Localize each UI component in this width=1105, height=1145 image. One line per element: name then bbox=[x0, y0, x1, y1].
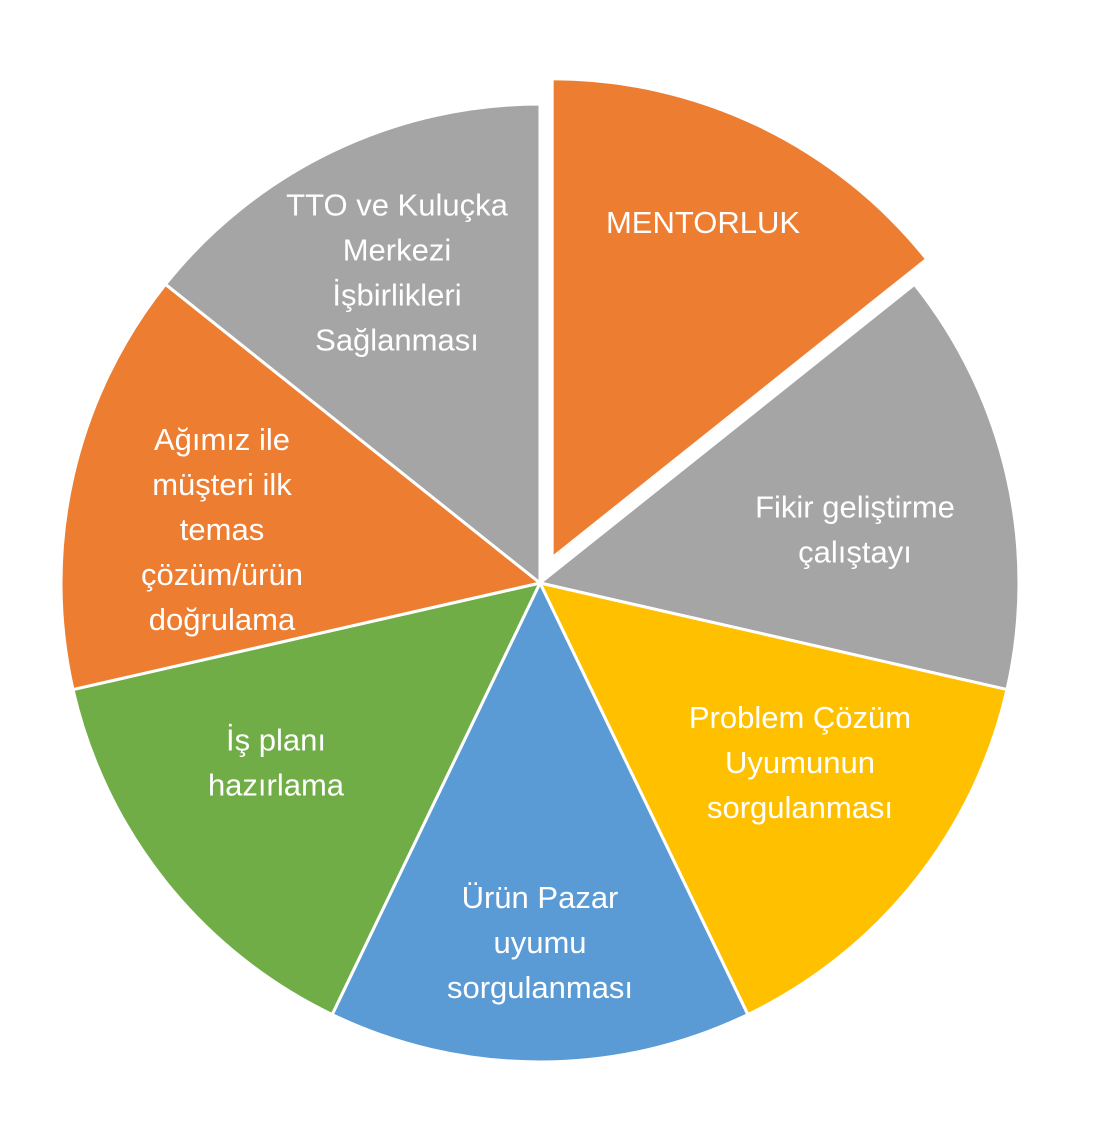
pie-slice-6 bbox=[59, 282, 542, 692]
slice-label-line: Merkezi bbox=[343, 233, 452, 268]
slice-label-line: MENTORLUK bbox=[606, 205, 800, 240]
slice-label-line: çözüm/ürün bbox=[141, 557, 303, 592]
slice-label-line: müşteri ilk bbox=[152, 467, 292, 502]
slice-label-line: Fikir geliştirme bbox=[755, 490, 955, 525]
slice-label-line: İş planı bbox=[226, 723, 326, 758]
slice-label-line: Sağlanması bbox=[315, 323, 479, 358]
slice-label-line: İşbirlikleri bbox=[332, 278, 461, 313]
slice-label-line: hazırlama bbox=[208, 768, 345, 803]
slice-label-line: sorgulanması bbox=[707, 790, 893, 825]
slice-label-1: MENTORLUK bbox=[606, 205, 800, 240]
slice-label-line: uyumu bbox=[493, 925, 586, 960]
slice-label-line: Ürün Pazar bbox=[462, 880, 619, 915]
slice-label-line: Ağımız ile bbox=[154, 422, 290, 457]
slice-label-5: İş planı hazırlama bbox=[208, 723, 345, 803]
slice-label-6: Ağımız ile müşteri ilk temas çözüm/ürün doğr… bbox=[141, 422, 303, 637]
pie-slice-4 bbox=[330, 581, 750, 1064]
slice-label-line: Uyumunun bbox=[725, 745, 875, 780]
slice-label-line: sorgulanması bbox=[447, 970, 633, 1005]
pie-slice-1 bbox=[550, 77, 929, 560]
pie-slice-5 bbox=[71, 581, 542, 1017]
slice-label-4: Ürün Pazar uyumu sorgulanması bbox=[447, 880, 633, 1005]
slice-label-line: TTO ve Kuluçka bbox=[286, 188, 508, 223]
slice-label-line: Problem Çözüm bbox=[689, 700, 911, 735]
pie-slice-7 bbox=[164, 102, 542, 585]
pie-slice-3 bbox=[538, 581, 1009, 1017]
slice-label-line: temas bbox=[180, 512, 264, 547]
slice-label-line: çalıştayı bbox=[798, 535, 912, 570]
pie-slice-2 bbox=[538, 282, 1021, 692]
slice-label-line: doğrulama bbox=[149, 602, 296, 637]
slice-label-2: Fikir geliştirme çalıştayı bbox=[755, 490, 955, 570]
